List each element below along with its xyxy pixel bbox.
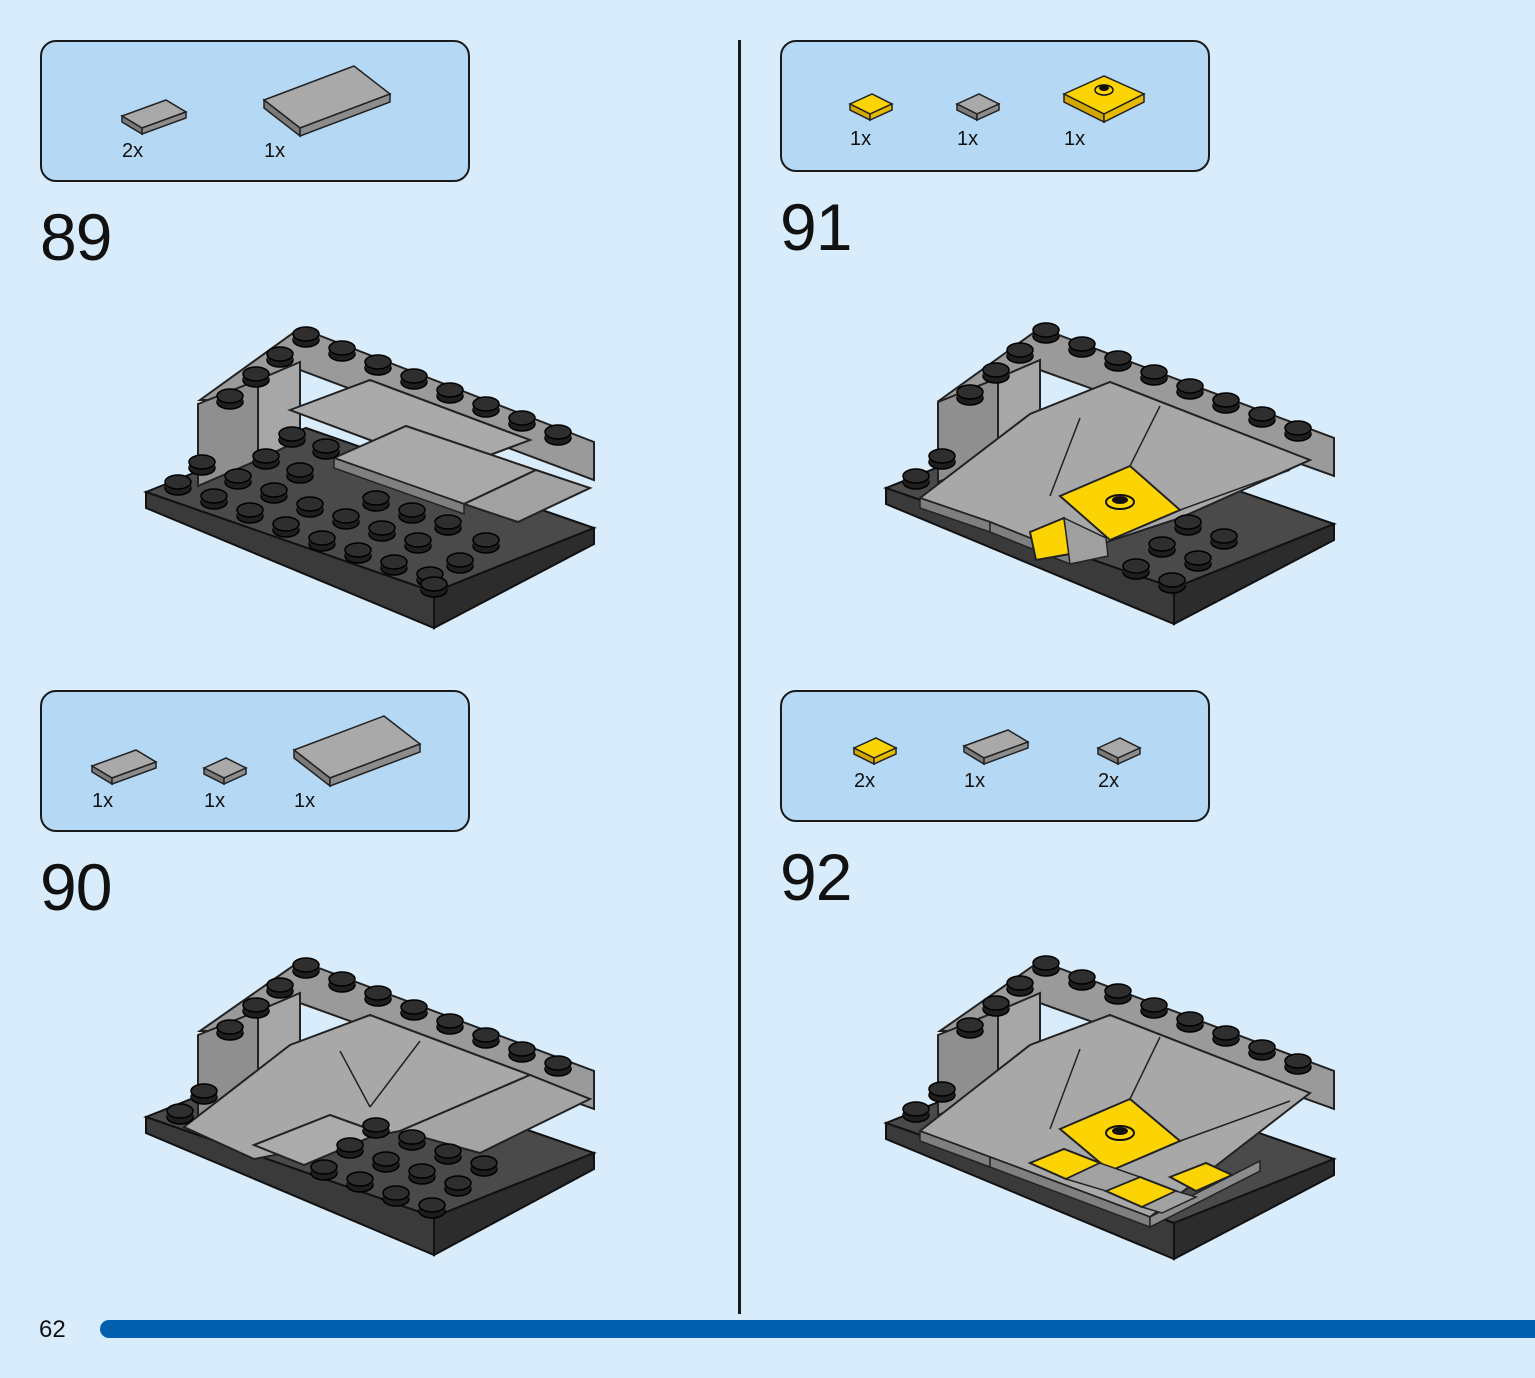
part-qty: 1x bbox=[850, 128, 872, 150]
parts-box-step-89: 2x 1x bbox=[40, 40, 470, 182]
step-number: 92 bbox=[780, 840, 852, 914]
parts-box-step-90: 1x 1x 1x bbox=[40, 690, 470, 832]
part-qty: 1x bbox=[264, 140, 286, 162]
tile-1x1-yellow-icon bbox=[848, 93, 894, 122]
page-progress-bar bbox=[100, 1320, 1535, 1338]
part-qty: 1x bbox=[1064, 128, 1086, 150]
tile-1x2-grey-icon bbox=[962, 729, 1030, 766]
part-qty: 1x bbox=[294, 790, 316, 812]
step-92-model-illustration bbox=[883, 955, 1337, 1261]
step-89-model-illustration bbox=[143, 326, 597, 630]
tile-1x2-grey-icon bbox=[90, 749, 158, 786]
step-number: 89 bbox=[40, 200, 112, 274]
tile-1x1-grey-icon bbox=[1096, 737, 1142, 766]
part-qty: 2x bbox=[1098, 770, 1120, 792]
step-90-model-illustration bbox=[143, 957, 597, 1257]
tile-1x1-grey-icon bbox=[202, 757, 248, 786]
step-number: 91 bbox=[780, 190, 852, 264]
parts-box-step-91: 1x 1x 1x bbox=[780, 40, 1210, 172]
part-qty: 1x bbox=[957, 128, 979, 150]
tile-2x4-grey-icon bbox=[292, 715, 422, 788]
part-qty: 1x bbox=[964, 770, 986, 792]
page-number: 62 bbox=[39, 1316, 66, 1343]
column-divider bbox=[738, 40, 741, 1314]
tile-2x4-grey-icon bbox=[262, 65, 392, 138]
jumper-plate-2x2-yellow-icon bbox=[1062, 75, 1146, 124]
parts-box-step-92: 2x 1x 2x bbox=[780, 690, 1210, 822]
part-qty: 1x bbox=[204, 790, 226, 812]
part-qty: 2x bbox=[122, 140, 144, 162]
tile-1x2-grey-icon bbox=[120, 99, 188, 136]
part-qty: 1x bbox=[92, 790, 114, 812]
tile-1x1-yellow-icon bbox=[852, 737, 898, 766]
step-91-model-illustration bbox=[883, 322, 1337, 626]
step-number: 90 bbox=[40, 850, 112, 924]
part-qty: 2x bbox=[854, 770, 876, 792]
tile-1x1-grey-icon bbox=[955, 93, 1001, 122]
